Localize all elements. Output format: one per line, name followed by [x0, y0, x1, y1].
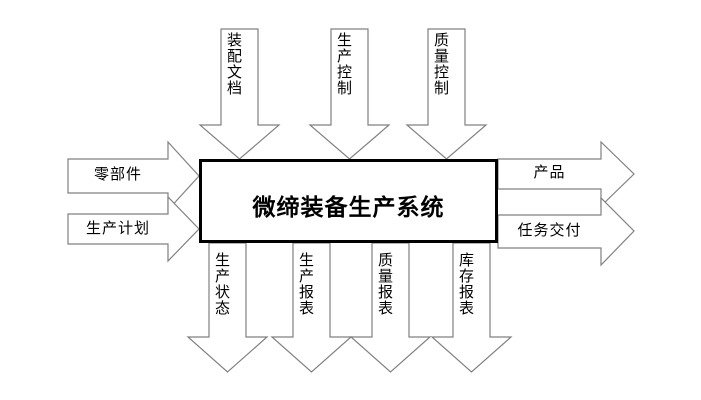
output-arrow-quality-report[interactable]	[349, 242, 432, 373]
output-arrow-task-delivery[interactable]	[497, 196, 635, 267]
input-arrow-parts[interactable]	[67, 140, 200, 212]
output-arrow-production-status[interactable]	[186, 242, 269, 373]
main-process-box[interactable]	[199, 159, 498, 243]
output-arrow-product[interactable]	[497, 140, 635, 208]
input-arrow-group	[67, 140, 200, 263]
output-arrow-production-report[interactable]	[270, 242, 353, 373]
output-arrow-group-right	[497, 140, 635, 267]
main-process-box-title: 微缔装备生产系统	[252, 195, 445, 221]
input-arrow-production-plan[interactable]	[67, 195, 200, 263]
control-arrow-assembly-doc[interactable]	[198, 28, 281, 160]
control-arrow-group	[198, 28, 488, 160]
control-arrow-quality-control[interactable]	[405, 28, 488, 160]
output-arrow-group-bottom	[186, 242, 513, 373]
control-arrow-production-control[interactable]	[308, 28, 391, 160]
output-arrow-inventory-report[interactable]	[430, 242, 513, 373]
